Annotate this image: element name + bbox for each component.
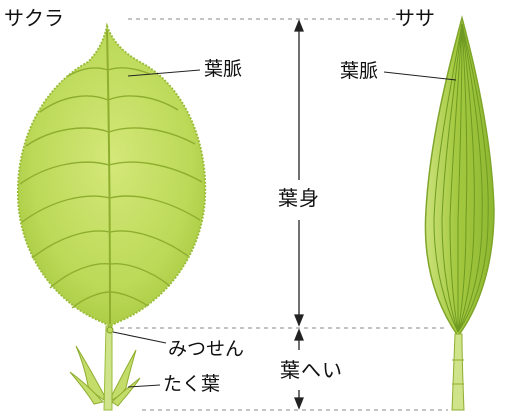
- leader-lines: [112, 69, 457, 388]
- nectary-leader: [112, 331, 167, 344]
- reference-lines: [120, 18, 448, 411]
- sasa-vein-label: 葉脈: [340, 60, 379, 82]
- sakura-title: サクラ: [4, 6, 64, 30]
- sasa-vein-leader: [383, 71, 457, 81]
- sakura-stipules: [69, 345, 141, 407]
- sakura-leaf: [16, 22, 207, 411]
- nectary-label: みつせん: [168, 338, 245, 360]
- stipule-label: たく葉: [163, 373, 221, 395]
- sakura-vein-label: 葉脈: [204, 58, 243, 80]
- stipule-leader: [127, 384, 161, 388]
- sakura-leaf-blade: [16, 22, 207, 328]
- sakura-petiole: [103, 325, 113, 411]
- sasa-parallel-veins: [433, 23, 489, 333]
- petiole-label: 葉へい: [280, 358, 343, 382]
- sasa-leaf: [424, 15, 495, 411]
- sakura-lateral-veins: [19, 67, 203, 309]
- sasa-petiole: [451, 333, 465, 411]
- sakura-vein-leader: [127, 69, 201, 77]
- blade-span-arrow: [294, 19, 304, 327]
- petiole-span-arrow: [294, 328, 304, 410]
- sasa-title: ササ: [395, 6, 435, 30]
- blade-label: 葉身: [278, 186, 320, 210]
- nectary-gland: [106, 326, 114, 334]
- sakura-midrib: [106, 29, 111, 325]
